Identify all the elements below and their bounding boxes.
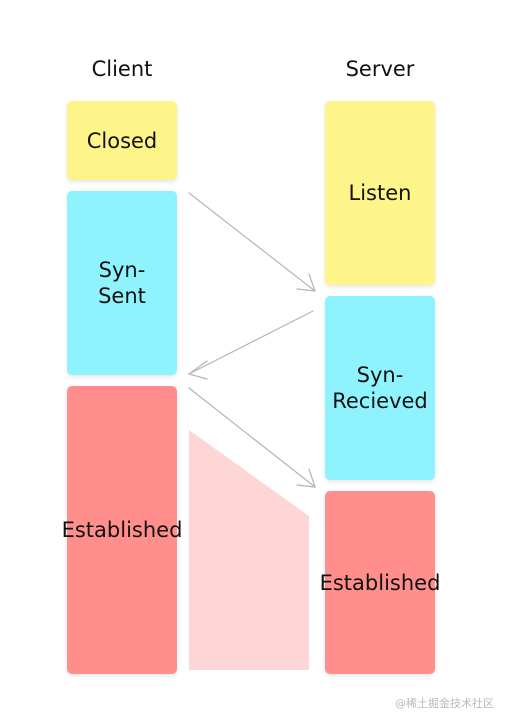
server-state-established: Established <box>320 491 440 674</box>
arrow-ack <box>188 387 316 488</box>
server-state-syn-received: Syn- Recieved <box>325 296 435 480</box>
client-state-syn-sent: Syn- Sent <box>67 191 177 375</box>
arrow-syn-head <box>296 273 316 292</box>
server-column-title: Server <box>345 57 415 81</box>
watermark: @稀土掘金技术社区 <box>395 697 494 710</box>
established-shade <box>189 430 309 670</box>
server-state-listen: Listen <box>325 101 435 285</box>
arrow-syn-ack-head <box>187 360 208 380</box>
client-state-established: Established <box>62 386 182 674</box>
arrow-syn <box>188 192 316 292</box>
client-column-title: Client <box>91 57 153 81</box>
client-state-closed: Closed <box>67 101 177 180</box>
arrow-ack-head <box>296 468 316 488</box>
arrow-syn-ack <box>188 310 314 375</box>
